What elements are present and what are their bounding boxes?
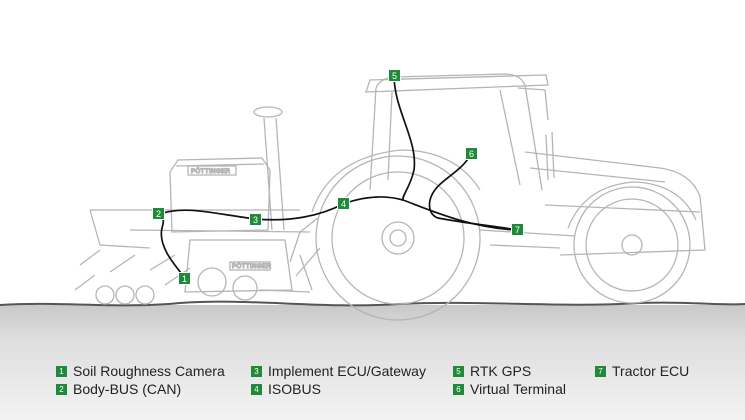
- tractor-exhaust: [545, 131, 555, 181]
- tractor-chassis: [479, 229, 576, 249]
- cable-gps: [393, 74, 416, 201]
- cable-bus-ecu: [159, 209, 257, 220]
- tractor-sketch: [289, 73, 706, 321]
- front-wheel-hub: [621, 234, 643, 256]
- cable-hub-ecu: [437, 217, 518, 231]
- rear-wheel-cap: [389, 229, 407, 247]
- front-wheel-inner: [585, 198, 679, 292]
- cable-terminal: [428, 153, 472, 219]
- rear-wheel: [315, 155, 481, 321]
- drill-label-box: [229, 261, 271, 271]
- marker-3: 3: [249, 213, 262, 226]
- disc-1: [197, 267, 227, 297]
- marker-2: 2: [152, 207, 165, 220]
- drill-frame: [263, 117, 285, 231]
- tractor-window: [387, 89, 521, 186]
- marker-7: 7: [511, 223, 524, 236]
- tractor-roof: [365, 74, 549, 93]
- marker-5: 5: [388, 69, 401, 82]
- marker-1: 1: [178, 272, 191, 285]
- tines: [74, 249, 313, 293]
- front-fender: [567, 181, 697, 229]
- marker-6: 6: [465, 147, 478, 160]
- tractor-cab: [369, 73, 543, 191]
- tool-frame: [89, 209, 311, 249]
- hopper-label: PÖTTINGER: [191, 168, 231, 175]
- tractor-hood-line: [529, 167, 701, 213]
- hopper-label-box: [187, 165, 237, 176]
- rear-hitch: [289, 217, 321, 277]
- roller-2: [115, 285, 135, 305]
- rear-fender: [311, 149, 481, 213]
- roller-1: [95, 285, 115, 305]
- cable-ecu-isobus: [255, 203, 344, 221]
- cable-tractor-ecu: [402, 199, 518, 231]
- hopper: [169, 157, 271, 233]
- marker-4: 4: [337, 197, 350, 210]
- front-wheel: [573, 186, 691, 304]
- tractor-hood: [524, 151, 706, 256]
- rear-wheel-inner: [331, 171, 465, 305]
- ground-area: [0, 305, 745, 420]
- roller-3: [135, 285, 155, 305]
- steering-wheel: [253, 106, 283, 118]
- disc-2: [232, 275, 258, 301]
- cable-isobus-hub: [342, 196, 404, 205]
- tractor-pillar: [517, 87, 549, 121]
- rear-wheel-hub: [381, 221, 415, 255]
- drill-label: PÖTTINGER: [232, 263, 272, 270]
- drill-sketch: PÖTTINGER PÖTTINGER: [74, 106, 313, 305]
